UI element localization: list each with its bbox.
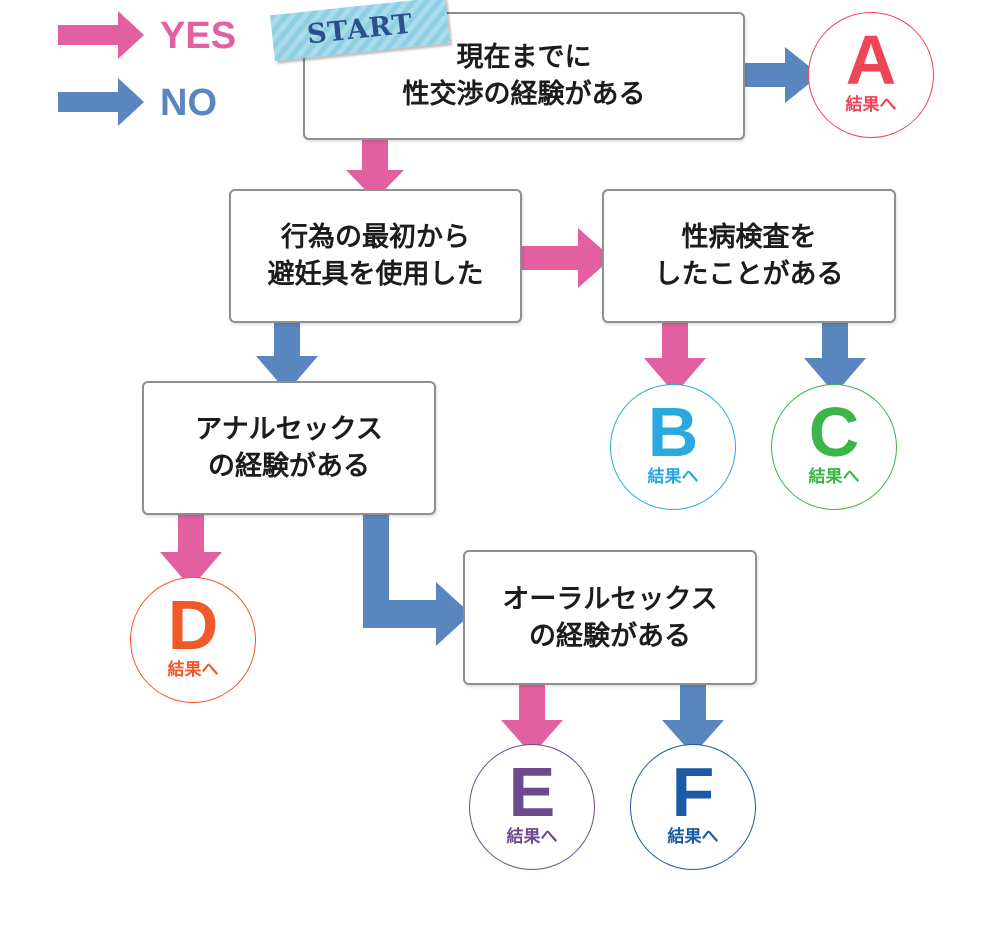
arrow-q2-to-q4-no xyxy=(256,323,318,392)
question-line: オーラルセックス xyxy=(502,583,718,615)
result-c[interactable]: C 結果へ xyxy=(771,384,897,510)
legend-no-label: NO xyxy=(160,82,217,124)
legend-yes-arrow xyxy=(58,11,144,59)
legend-no-arrow xyxy=(58,78,144,126)
question-line: の経験がある xyxy=(528,620,691,652)
yes-arrows xyxy=(58,11,706,755)
legend-yes-label: YES xyxy=(160,15,237,57)
question-line: アナルセックス xyxy=(195,414,383,445)
arrow-q4-to-q5-no xyxy=(363,515,471,646)
result-f[interactable]: F 結果へ xyxy=(630,744,756,870)
result-caption: 結果へ xyxy=(167,660,219,680)
question-anal-experience: アナルセックス の経験がある xyxy=(142,381,436,515)
result-caption: 結果へ xyxy=(647,467,699,487)
question-oral-experience: オーラルセックス の経験がある xyxy=(463,550,757,685)
no-arrows xyxy=(58,47,866,755)
result-caption: 結果へ xyxy=(808,467,860,487)
question-line: の経験がある xyxy=(208,451,370,482)
result-caption: 結果へ xyxy=(845,95,897,115)
result-letter: C xyxy=(808,393,860,471)
result-letter: D xyxy=(167,586,219,664)
result-caption: 結果へ xyxy=(667,827,719,847)
result-letter: F xyxy=(671,753,715,831)
question-line: 現在までに xyxy=(456,42,592,73)
arrow-q2-to-q3-yes xyxy=(522,228,612,288)
start-label: START xyxy=(305,8,415,50)
question-line: したことがある xyxy=(654,259,844,290)
result-a[interactable]: A 結果へ xyxy=(808,12,934,138)
question-contraceptive-use: 行為の最初から 避妊具を使用した xyxy=(229,189,522,323)
arrow-q5-to-e-yes xyxy=(501,685,563,755)
result-d[interactable]: D 結果へ xyxy=(130,577,256,703)
arrow-q3-to-c-no xyxy=(804,323,866,394)
result-letter: B xyxy=(647,393,699,471)
result-b[interactable]: B 結果へ xyxy=(610,384,736,510)
arrow-q4-to-d-yes xyxy=(160,515,222,588)
question-line: 避妊具を使用した xyxy=(267,259,484,290)
result-letter: A xyxy=(845,21,897,99)
result-caption: 結果へ xyxy=(506,827,558,847)
arrow-q3-to-b-yes xyxy=(644,323,706,394)
question-line: 性交渉の経験がある xyxy=(402,79,646,110)
arrow-q1-to-a-no xyxy=(745,47,820,103)
question-std-test: 性病検査を したことがある xyxy=(602,189,896,323)
arrow-q5-to-f-no xyxy=(662,685,724,755)
arrow-q1-to-q2-yes xyxy=(346,140,404,200)
question-line: 行為の最初から xyxy=(281,222,470,253)
result-letter: E xyxy=(508,753,556,831)
question-line: 性病検査を xyxy=(681,222,817,253)
result-e[interactable]: E 結果へ xyxy=(469,744,595,870)
